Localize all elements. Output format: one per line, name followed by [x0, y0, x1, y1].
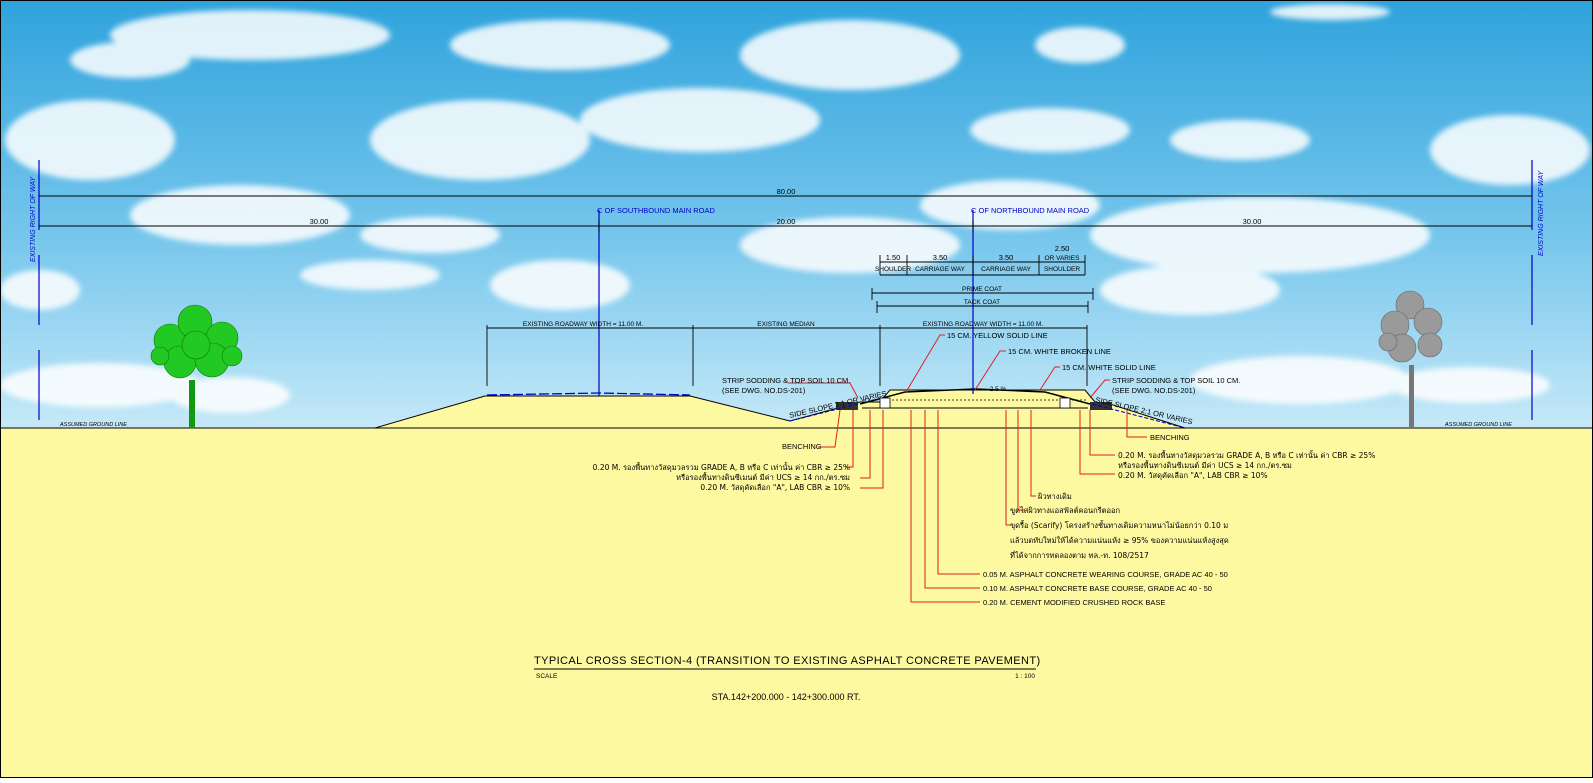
- dim-left: 30.00: [310, 217, 329, 226]
- dimension-lines: [39, 195, 1532, 386]
- dim-total: 80.00: [777, 187, 796, 196]
- existing-pavement-left: [486, 392, 691, 396]
- marking-white-broken: 15 CM. WHITE BROKEN LINE: [1008, 347, 1111, 356]
- note-existing-surface: ผิวทางเดิม: [1037, 492, 1071, 501]
- dim-carriage-right: 3.50: [999, 253, 1014, 262]
- right-sub-3: 0.20 M. วัสดุคัดเลือก "A", LAB CBR ≥ 10%: [1118, 471, 1268, 480]
- left-strip-1: STRIP SODDING & TOP SOIL 10 CM.: [722, 376, 850, 385]
- scale-value: 1 : 100: [1015, 673, 1035, 680]
- label-existing-roadway-left: EXISTING ROADWAY WIDTH = 11.00 M.: [523, 321, 643, 328]
- right-sub-2: หรือรองพื้นทางดินซีเมนต์ มีค่า UCS ≥ 14 …: [1118, 460, 1292, 470]
- marking-yellow: 15 CM. YELLOW SOLID LINE: [947, 331, 1048, 340]
- pavement-leaders: [910, 410, 1036, 603]
- label-existing-median: EXISTING MEDIAN: [757, 321, 815, 328]
- label-shoulder-right: SHOULDER: [1044, 266, 1080, 273]
- ground-label-right: ASSUMED GROUND LINE: [1444, 422, 1512, 428]
- scale-label: SCALE: [536, 673, 558, 680]
- station-label: STA.142+200.000 - 142+300.000 RT.: [712, 692, 861, 702]
- label-carriage-right: CARRIAGE WAY: [981, 266, 1032, 273]
- row-label-right: EXISTING RIGHT OF WAY: [1538, 169, 1545, 256]
- label-tack-coat: TACK COAT: [964, 299, 1000, 306]
- ground-label-left: ASSUMED GROUND LINE: [59, 422, 127, 428]
- left-leaders: [788, 382, 884, 489]
- right-strip-1: STRIP SODDING & TOP SOIL 10 CM.: [1112, 376, 1240, 385]
- note-scarify-3: ที่ได้จากการทดลองตาม ทล.-ท. 108/2517: [1010, 550, 1149, 560]
- left-sub-3: 0.20 M. วัสดุคัดเลือก "A", LAB CBR ≥ 10%: [700, 483, 850, 492]
- label-shoulder-left: SHOULDER: [875, 266, 911, 273]
- dim-right: 30.00: [1243, 217, 1262, 226]
- dim-middle: 20.00: [777, 217, 796, 226]
- tree-right: [1378, 290, 1443, 428]
- new-pavement: [859, 388, 1091, 405]
- right-leaders: [1079, 379, 1147, 475]
- clouds: [0, 4, 1590, 413]
- centerline-northbound-label: C OF NORTHBOUND MAIN ROAD: [971, 206, 1090, 215]
- drawing-title: TYPICAL CROSS SECTION-4 (TRANSITION TO E…: [534, 655, 1041, 667]
- dim-shoulder-left: 1.50: [886, 253, 901, 262]
- right-strip-2: (SEE DWG. NO.DS-201): [1112, 386, 1196, 395]
- row-label-left: EXISTING RIGHT OF WAY: [30, 175, 37, 262]
- label-prime-coat: PRIME COAT: [962, 286, 1002, 293]
- centerline-southbound-label: C OF SOUTHBOUND MAIN ROAD: [597, 206, 716, 215]
- dim-or-varies: OR VARIES: [1045, 255, 1081, 262]
- slope-right-line: [1091, 403, 1186, 429]
- label-carriage-left: CARRIAGE WAY: [915, 266, 966, 273]
- left-sub-2: หรือรองพื้นทางดินซีเมนต์ มีค่า UCS ≥ 14 …: [676, 472, 850, 482]
- shoulder-right-block: [1059, 397, 1071, 409]
- benching-left-block: [836, 402, 858, 410]
- shoulder-left-block: [879, 397, 891, 409]
- tree-left: [150, 304, 243, 428]
- note-base: 0.10 M. ASPHALT CONCRETE BASE COURSE, GR…: [983, 584, 1212, 593]
- right-sub-1: 0.20 M. รองพื้นทางวัสดุมวลรวม GRADE A, B…: [1118, 450, 1375, 460]
- note-scarify-2: แล้วบดทับใหม่ให้ได้ความแน่นแห้ง ≥ 95% ขอ…: [1010, 536, 1229, 545]
- marking-white-solid: 15 CM. WHITE SOLID LINE: [1062, 363, 1156, 372]
- left-sub-1: 0.20 M. รองพื้นทางวัสดุมวลรวม GRADE A, B…: [593, 462, 850, 472]
- dim-carriage-left: 3.50: [933, 253, 948, 262]
- note-crushed: 0.20 M. CEMENT MODIFIED CRUSHED ROCK BAS…: [983, 598, 1165, 607]
- dim-shoulder-right: 2.50: [1055, 244, 1070, 253]
- left-strip-2: (SEE DWG. NO.DS-201): [722, 386, 806, 395]
- existing-embankment: [374, 389, 1186, 429]
- marking-leaders: [905, 334, 1060, 393]
- note-wearing: 0.05 M. ASPHALT CONCRETE WEARING COURSE,…: [983, 570, 1228, 579]
- right-benching: BENCHING: [1150, 433, 1190, 442]
- label-crossfall: 2.5 %: [990, 386, 1007, 393]
- ground: [0, 428, 1593, 778]
- left-benching: BENCHING: [782, 442, 822, 451]
- note-mill: ขูดไสผิวทางแอสฟัลต์คอนกรีตออก: [1010, 506, 1120, 515]
- label-existing-roadway-right: EXISTING ROADWAY WIDTH = 11.00 M.: [923, 321, 1043, 328]
- note-scarify-1: ขุดรื้อ (Scarify) โครงสร้างชั้นทางเดิมคว…: [1010, 520, 1228, 530]
